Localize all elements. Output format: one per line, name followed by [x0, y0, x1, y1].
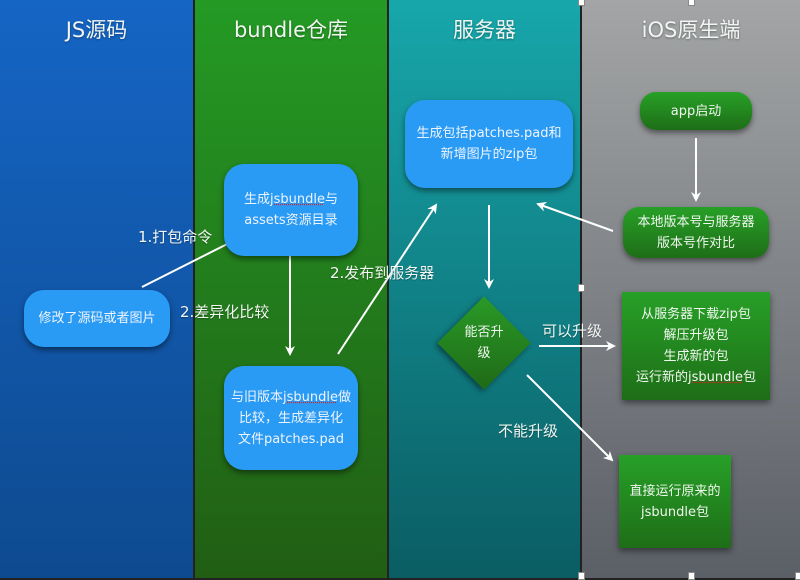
- selection-handle[interactable]: [688, 572, 695, 580]
- node-compare-version[interactable]: 本地版本号与服务器 版本号作对比: [623, 207, 769, 258]
- lane-title-server: 服务器: [453, 18, 516, 42]
- text-line: 解压升级包: [663, 328, 729, 343]
- lane-js-source: JS源码: [0, 0, 193, 578]
- text-line: jsbundle包: [641, 504, 709, 520]
- text-line: 文件patches.pad: [237, 431, 345, 447]
- lane-title-bundle-repo: bundle仓库: [233, 18, 349, 42]
- text-line: 生成新的包: [663, 349, 729, 364]
- selection-handle[interactable]: [578, 0, 585, 6]
- selection-handle[interactable]: [795, 572, 800, 580]
- text-line: 新增图片的zip包: [440, 147, 538, 162]
- text-segment: 运行新的: [635, 370, 688, 385]
- text-line: 版本号作对比: [656, 235, 735, 251]
- text-segment: 与: [324, 192, 338, 207]
- edge-label-cannot-upgrade: 不能升级: [498, 422, 559, 440]
- text-line: 本地版本号与服务器: [637, 214, 755, 230]
- node-generate-zip[interactable]: 生成包括patches.pad和 新增图片的zip包: [405, 100, 573, 188]
- text-segment: 与旧版本: [230, 389, 283, 405]
- node-run-original[interactable]: 直接运行原来的 jsbundle包: [619, 455, 731, 548]
- text-line: 从服务器下载zip包: [641, 307, 751, 322]
- text-line: 比较，生成差异化: [238, 410, 343, 426]
- text-line: app启动: [670, 103, 722, 119]
- edge-label-pack-command: 1.打包命令: [138, 228, 213, 246]
- text-line: 直接运行原来的: [629, 483, 721, 499]
- text-segment: jsbundle: [283, 389, 338, 405]
- text-line: 生成包括patches.pad和: [416, 126, 562, 141]
- lane-title-js-source: JS源码: [65, 18, 128, 42]
- node-diff-old-version[interactable]: 与旧版本jsbundle做 比较，生成差异化 文件patches.pad: [224, 366, 358, 470]
- edge-label-diff-compare: 2.差异化比较: [180, 303, 270, 321]
- selection-handle[interactable]: [688, 0, 695, 6]
- decision-can-upgrade[interactable]: 能否升 级: [437, 296, 531, 390]
- selection-handle[interactable]: [578, 572, 585, 580]
- node-modify-source[interactable]: 修改了源码或者图片: [24, 290, 170, 347]
- lane-bundle-repo: bundle仓库: [195, 0, 387, 578]
- node-download-zip[interactable]: 从服务器下载zip包 解压升级包 生成新的包 运行新的jsbundle包: [622, 292, 770, 400]
- node-generate-jsbundle[interactable]: 生成jsbundle与 assets资源目录: [224, 164, 358, 256]
- text-line: 级: [477, 346, 491, 361]
- lane-title-ios-native: iOS原生端: [641, 18, 741, 42]
- node-app-start[interactable]: app启动: [640, 92, 752, 130]
- text-segment: 生成: [243, 192, 270, 207]
- edge-label-can-upgrade: 可以升级: [542, 322, 603, 340]
- text-segment: 包: [742, 370, 756, 385]
- text-segment: jsbundle: [270, 192, 325, 207]
- selection-handle[interactable]: [578, 284, 585, 292]
- node-modify-source-text: 修改了源码或者图片: [38, 311, 156, 326]
- text-line: assets资源目录: [244, 213, 338, 228]
- text-segment: jsbundle: [688, 370, 743, 385]
- lane-server: 服务器: [389, 0, 580, 578]
- text-line: 能否升: [464, 325, 504, 340]
- text-segment: 做: [337, 389, 351, 405]
- edge-label-publish-server: 2.发布到服务器: [330, 264, 435, 282]
